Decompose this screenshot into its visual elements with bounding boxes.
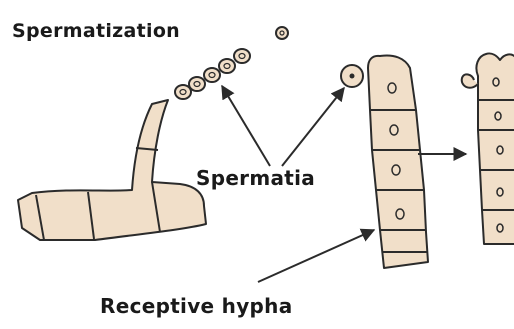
arrow-to-spermatia-chain (222, 86, 270, 166)
label-spermatization: Spermatization (12, 22, 180, 41)
free-spermatium (276, 27, 288, 39)
arrow-to-attached-spermatium (282, 88, 344, 166)
receptive-hypha (368, 56, 428, 269)
arrow-to-receptive-hypha (258, 230, 374, 282)
spermatia-chain (175, 49, 250, 99)
label-spermatia: Spermatia (196, 168, 315, 188)
attached-spermatium (341, 65, 363, 87)
fused-hypha (462, 53, 514, 244)
label-receptive-hypha: Receptive hypha (100, 296, 293, 316)
mycelium-hypha (18, 100, 206, 240)
